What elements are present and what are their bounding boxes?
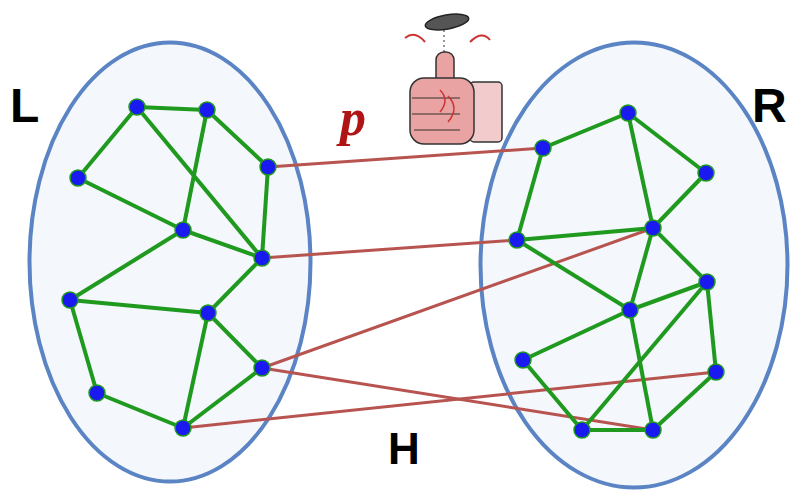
inner-edge [582,428,653,432]
vertex-dot [698,165,714,181]
vertex-dot [199,102,215,118]
vertex-dot [708,364,724,380]
vertex-dot [620,105,636,121]
vertex-dot [260,159,276,175]
vertex-dot [515,352,531,368]
vertex-dot [509,232,525,248]
vertex-dot [645,220,661,236]
vertex-dot [175,222,191,238]
hand-with-coin [405,11,502,144]
vertex-dot [645,422,661,438]
edge-set-label: H [388,424,420,474]
vertex-dot [70,170,86,186]
probability-label: p [340,88,366,147]
vertex-dot [535,140,551,156]
vertex-dot [622,302,638,318]
vertex-dot [175,420,191,436]
vertex-dot [254,250,270,266]
vertex-dot [200,305,216,321]
vertex-dot [89,385,105,401]
vertex-dot [254,360,270,376]
vertex-dot [574,422,590,438]
vertex-dot [699,274,715,290]
vertex-dot [129,99,145,115]
set-name: R [752,78,787,133]
vertex-dot [62,292,78,308]
set-name: L [10,78,39,133]
